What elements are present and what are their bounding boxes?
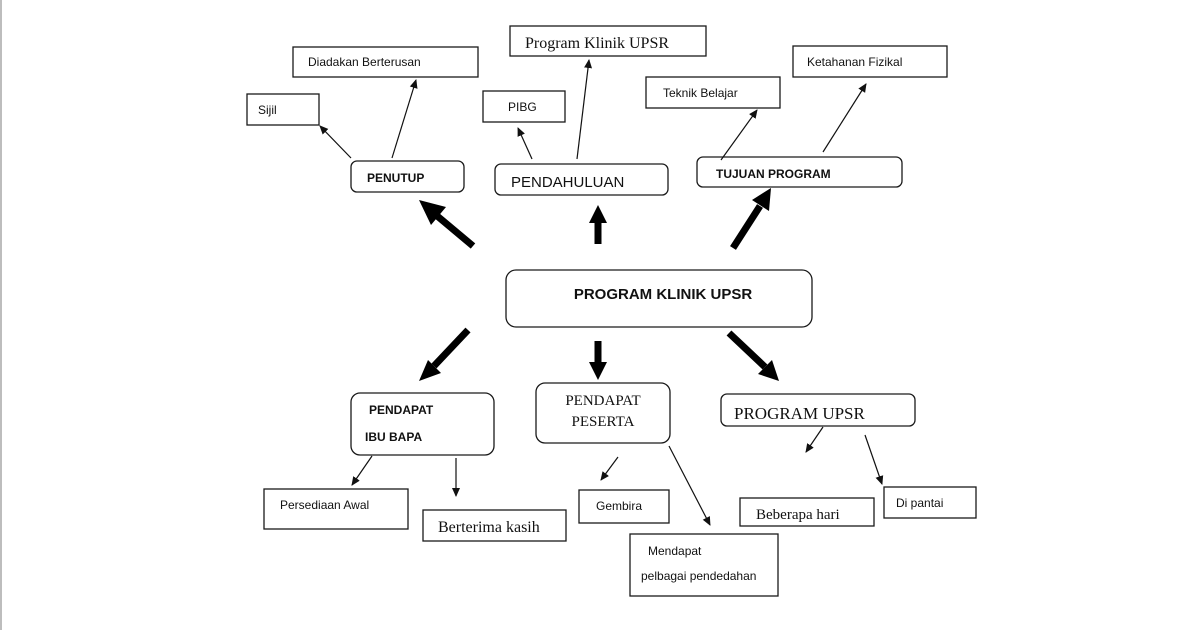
thick-arrow-to-pendahuluan	[589, 205, 607, 244]
program-klinik-box	[509, 25, 707, 57]
beberapa-label: Beberapa hari	[756, 507, 840, 523]
ketahanan-label: Ketahanan Fizikal	[807, 55, 902, 69]
node-sijil[interactable]: Sijil	[246, 93, 320, 126]
page-edge-rule	[0, 0, 2, 630]
mendapat-label-line2: pelbagai pendedahan	[641, 569, 756, 583]
berterima-label: Berterima kasih	[438, 519, 540, 536]
diadakan-label: Diadakan Berterusan	[308, 55, 421, 69]
node-beberapa-hari[interactable]: Beberapa hari	[739, 497, 875, 527]
ibubapa-box	[350, 392, 495, 456]
thick-arrow-to-tujuan	[730, 188, 771, 250]
branch-pendahuluan[interactable]: PENDAHULUAN	[494, 163, 669, 196]
teknik-label: Teknik Belajar	[663, 86, 738, 100]
center-node[interactable]: PROGRAM KLINIK UPSR	[505, 269, 813, 328]
arrowhead-icon	[589, 205, 607, 223]
arrowhead-icon	[758, 360, 779, 381]
branch-tujuan-program[interactable]: TUJUAN PROGRAM	[696, 156, 903, 188]
diadakan-box	[292, 46, 479, 78]
arrow-tujuan-ketahanan	[822, 83, 867, 153]
persediaan-label: Persediaan Awal	[280, 498, 369, 512]
berterima-box	[422, 509, 567, 542]
branch-pendapat-peserta[interactable]: PENDAPAT PESERTA	[535, 382, 671, 444]
node-mendapat-pendedahan[interactable]: Mendapat pelbagai pendedahan	[629, 533, 779, 597]
node-pibg[interactable]: PIBG	[482, 90, 566, 123]
mendapat-label-line1: Mendapat	[648, 544, 702, 558]
arrowhead-icon	[419, 200, 446, 225]
ibubapa-label-line2: IBU BAPA	[365, 430, 422, 444]
penutup-box	[350, 160, 465, 193]
branch-pendapat-ibu-bapa[interactable]: PENDAPAT IBU BAPA	[350, 392, 495, 456]
persediaan-box	[263, 488, 409, 530]
node-berterima-kasih[interactable]: Berterima kasih	[422, 509, 567, 542]
ketahanan-box	[792, 45, 948, 78]
thick-arrow-to-penutup	[419, 200, 476, 249]
pendahuluan-box	[494, 163, 669, 196]
program-klinik-label: Program Klinik UPSR	[525, 35, 669, 52]
pantai-box	[883, 486, 977, 519]
node-program-klinik-upsr[interactable]: Program Klinik UPSR	[509, 25, 707, 57]
arrow-pendahuluan-program	[576, 59, 593, 160]
node-gembira[interactable]: Gembira	[578, 489, 670, 524]
thick-arrow-to-ibubapa	[419, 327, 471, 381]
node-diadakan-berterusan[interactable]: Diadakan Berterusan	[292, 46, 479, 78]
ibubapa-label-line1: PENDAPAT	[369, 403, 434, 417]
arrow-pendahuluan-pibg	[517, 127, 533, 160]
arrow-ibubapa-persediaan	[351, 455, 373, 486]
gembira-box	[578, 489, 670, 524]
arrow-peserta-gembira	[600, 456, 619, 481]
arrowhead-icon	[419, 360, 441, 381]
upsr-box	[720, 393, 916, 427]
arrow-upsr-pantai	[864, 434, 884, 485]
upsr-label: PROGRAM UPSR	[734, 404, 866, 423]
arrowhead-icon	[589, 362, 607, 380]
branch-penutup[interactable]: PENUTUP	[350, 160, 465, 193]
sijil-box	[246, 93, 320, 126]
thick-arrow-to-upsr	[726, 330, 779, 381]
peserta-box	[535, 382, 671, 444]
teknik-box	[645, 76, 781, 109]
tujuan-label: TUJUAN PROGRAM	[716, 167, 831, 181]
node-di-pantai[interactable]: Di pantai	[883, 486, 977, 519]
node-ketahanan-fizikal[interactable]: Ketahanan Fizikal	[792, 45, 948, 78]
peserta-label-line1: PENDAPAT	[565, 393, 640, 409]
gembira-label: Gembira	[596, 499, 642, 513]
pendahuluan-label: PENDAHULUAN	[511, 174, 624, 191]
arrow-peserta-mendapat	[668, 445, 711, 526]
peserta-label-line2: PESERTA	[572, 414, 635, 430]
sijil-label: Sijil	[258, 103, 277, 117]
pantai-label: Di pantai	[896, 496, 943, 510]
thick-arrow-to-peserta	[589, 341, 607, 380]
arrow-penutup-diadakan	[391, 79, 418, 159]
node-teknik-belajar[interactable]: Teknik Belajar	[645, 76, 781, 109]
branch-program-upsr[interactable]: PROGRAM UPSR	[720, 393, 916, 427]
tujuan-box	[696, 156, 903, 188]
arrow-penutup-sijil	[319, 125, 352, 159]
arrowhead-icon	[752, 188, 771, 211]
center-node-box	[505, 269, 813, 328]
beberapa-box	[739, 497, 875, 527]
arrow-tujuan-teknik	[720, 109, 758, 161]
pibg-label: PIBG	[508, 100, 537, 114]
mendapat-box	[629, 533, 779, 597]
pibg-box	[482, 90, 566, 123]
arrow-upsr-beberapa	[805, 426, 824, 453]
penutup-label: PENUTUP	[367, 171, 424, 185]
node-persediaan-awal[interactable]: Persediaan Awal	[263, 488, 409, 530]
center-node-label: PROGRAM KLINIK UPSR	[574, 286, 753, 303]
